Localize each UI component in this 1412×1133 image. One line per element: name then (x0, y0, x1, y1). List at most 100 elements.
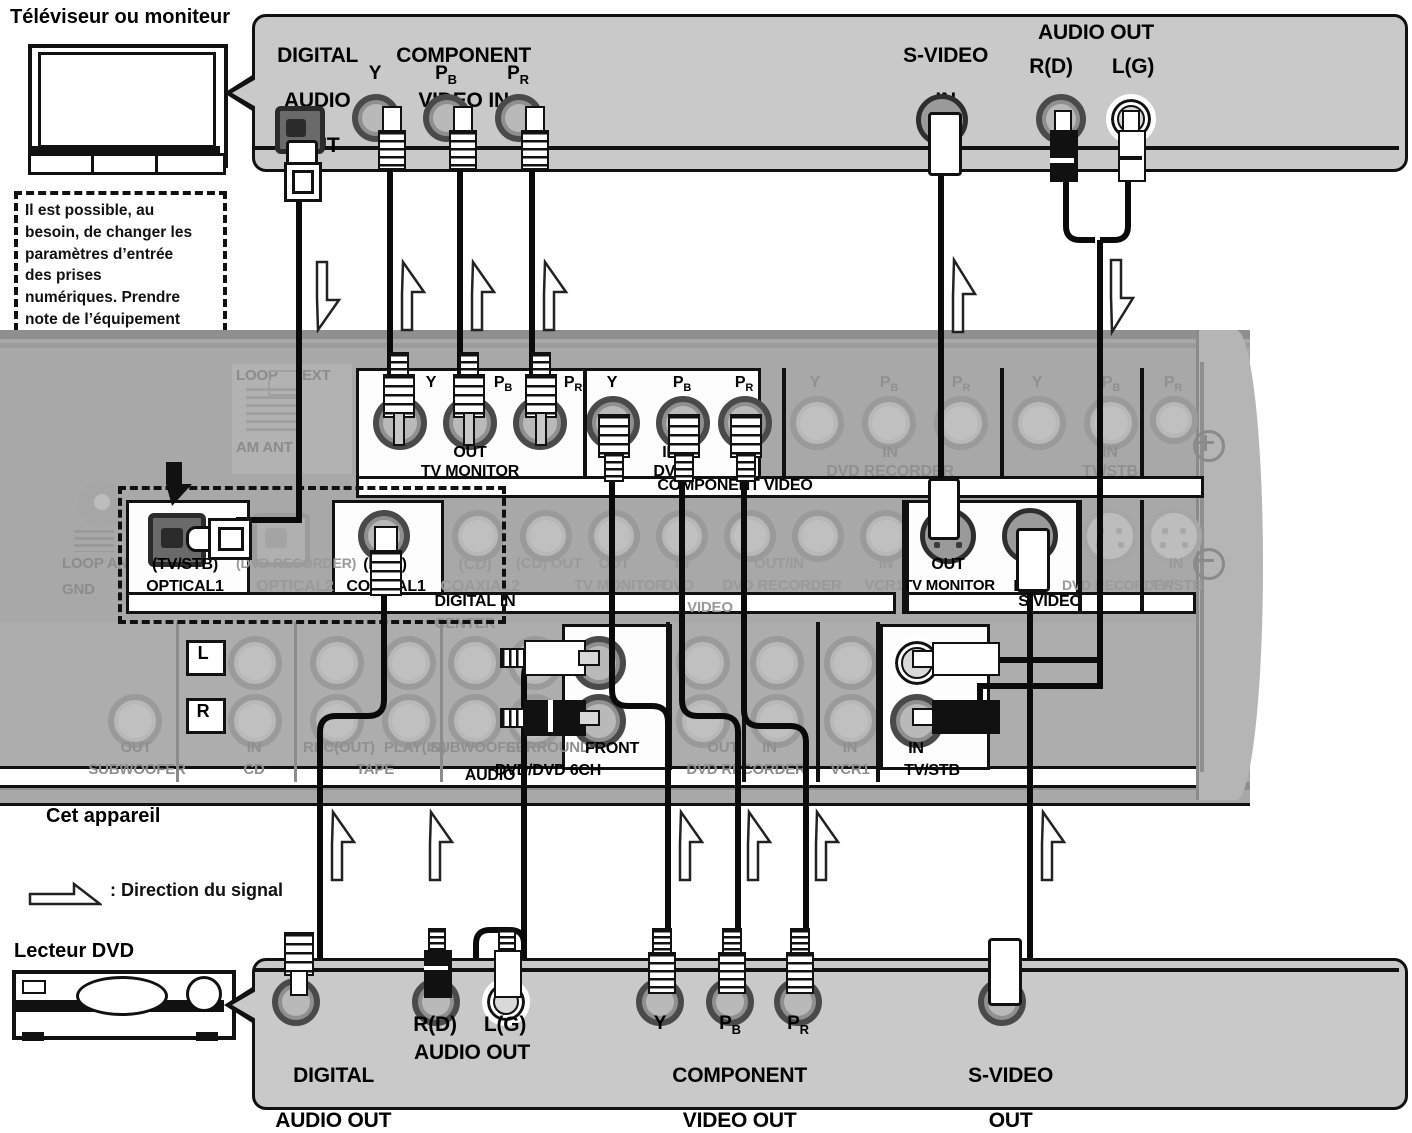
video-dvdrec-in-jack[interactable] (792, 510, 844, 562)
legend-label: : Direction du signal (110, 880, 284, 900)
audio-vcr1-name: VCR1 (830, 761, 870, 778)
audio-vcr1-r-jack[interactable] (824, 694, 878, 748)
antenna-am-ant-label: AM ANT (236, 439, 293, 456)
svideo-tvstb-dir: IN (1168, 555, 1184, 572)
dvd-cv-pr-label: PR (787, 1013, 809, 1037)
audio-tape-rec-l-jack[interactable] (310, 636, 364, 690)
note-line-5: numériques. Prendre (25, 289, 181, 307)
dvd-foot-right (196, 1032, 218, 1041)
video-cdout-sub: (CD) OUT (516, 555, 582, 572)
audio-tape-play-r-jack[interactable] (382, 694, 436, 748)
arrow-up-cv-pr-dvd (814, 808, 841, 882)
audio-tape-name: TAPE (355, 761, 395, 778)
cv-dvd-pb-label: PB (672, 374, 692, 395)
audio-dvd6ch-name: DVD/DVD 6CH (494, 762, 602, 779)
arrow-up-audio-dvd (428, 808, 455, 882)
svideo-dvdrec-jack[interactable] (1082, 508, 1138, 564)
cv-tvstb-pr-label: PR (1163, 374, 1183, 395)
svideo-sep-1 (902, 500, 906, 614)
audio-sep-5 (742, 622, 746, 782)
arrow-down-audio-tv (1109, 258, 1136, 337)
audio-dvdrec-out-l-jack[interactable] (676, 636, 730, 690)
audio-dvdrec-in-l-jack[interactable] (750, 636, 804, 690)
audio-tape-rec-sub: REC(OUT) (303, 739, 375, 756)
audio-dvd6ch-center-jack[interactable] (448, 694, 502, 748)
audio-dvd6ch-front-label: FRONT (584, 740, 640, 757)
video-cd-out-jack[interactable] (520, 510, 572, 562)
cv-tvstb-y-label: Y (1031, 374, 1043, 391)
audio-tvstb-dir: IN (908, 740, 924, 757)
legend-arrow-icon (28, 881, 102, 906)
cv-tvstb-pb-jack[interactable] (1084, 396, 1138, 450)
dvd-title: Lecteur DVD (14, 940, 135, 962)
digital-in-optical2-name: OPTICAL2 (256, 578, 334, 595)
cvi-line1: COMPONENT (396, 43, 531, 67)
video-bus-label: VIDEO (687, 599, 733, 616)
speaker-terminal-plus[interactable] (1193, 430, 1225, 462)
arrow-up-cv-pb-dvd (746, 808, 773, 882)
cv-dvdrec-name-label: DVD RECORDER (826, 463, 954, 480)
audio-sep-7 (876, 622, 880, 782)
wire-audio-l-tv-hook (1100, 180, 1131, 243)
svideo-tvmon-dir: OUT (931, 556, 965, 573)
tv-audio-jack-r-label: R(D) (1029, 55, 1073, 78)
dvd-cv-y-label: Y (653, 1013, 667, 1034)
receiver-title: Cet appareil (46, 805, 161, 827)
cv-dvdrec-y-label: Y (809, 374, 821, 391)
cv-tvstb-pr-jack[interactable] (1150, 396, 1198, 444)
tv-screen (38, 52, 216, 148)
video-vcr1-dir: IN (878, 555, 894, 572)
tv-foot-left (28, 153, 97, 175)
arrow-up-svideo-dvd (1040, 808, 1067, 882)
dvd-svideo-out-label: S-VIDEO OUT (920, 1042, 1090, 1133)
video-dvd-name: DVD (662, 577, 694, 594)
cv-tvmon-pb-label: PB (493, 374, 513, 395)
cv-sep-2 (782, 368, 786, 478)
dvd-audio-l-label: L(G) (483, 1013, 527, 1036)
audio-subwoofer-dir: OUT (120, 739, 152, 756)
audio-tape-play-sub: PLAY(IN) (383, 739, 447, 756)
svideo-tvstb-jack[interactable] (1146, 508, 1202, 564)
gnd-terminal-inner (94, 494, 110, 510)
cv-dvdrec-pb-jack[interactable] (862, 396, 916, 450)
audio-tape-play-l-jack[interactable] (382, 636, 436, 690)
cv-sep-4 (1140, 368, 1144, 478)
dvd-cvo-2: VIDEO OUT (682, 1109, 797, 1133)
tv-audio-jack-l-label: L(G) (1111, 55, 1155, 78)
svideo-tvmon-name: TV MONITOR (903, 577, 995, 594)
svideo-bus-label: S VIDEO (1018, 593, 1082, 610)
audio-dvd6ch-sub-label: SUBWOOFER (429, 739, 527, 756)
cv-dvdrec-pr-label: PR (951, 374, 971, 395)
cv-tvstb-y-jack[interactable] (1012, 396, 1066, 450)
cv-dvdrec-dir-label: IN (882, 444, 898, 461)
speaker-terminal-minus[interactable] (1193, 548, 1225, 580)
note-line-1: Il est possible, au (25, 202, 155, 219)
digital-in-coaxial2-jack[interactable] (452, 510, 504, 562)
audio-sep-2 (294, 622, 297, 782)
digital-in-optical1-sub: (TV/STB) (152, 556, 218, 573)
video-vcr1-name: VCR1 (864, 577, 904, 594)
audio-cd-name: CD (243, 761, 265, 778)
audio-l-label: L (197, 643, 209, 663)
audio-subwoofer-out-jack[interactable] (108, 694, 162, 748)
dvd-audio-out-label: AUDIO OUT (413, 1041, 531, 1064)
dvd-panel-pointer-fill (232, 991, 256, 1019)
audio-dvdrec-name: DVD RECORDER (686, 761, 806, 778)
audio-cd-r-jack[interactable] (228, 694, 282, 748)
arrow-up-cv-pb (470, 258, 497, 332)
cv-dvdrec-y-jack[interactable] (790, 396, 844, 450)
cv-sep-3 (1000, 368, 1004, 478)
audio-vcr1-l-jack[interactable] (824, 636, 878, 690)
audio-dvd6ch-subwoofer-jack[interactable] (448, 636, 502, 690)
digital-in-highlight-box (118, 486, 506, 624)
receiver-top-bevel (0, 330, 1250, 339)
video-dvdrec-dir: OUT/IN (754, 555, 804, 572)
cv-tvmon-name-label: TV MONITOR (420, 463, 520, 480)
dvd-knob-icon[interactable] (186, 976, 222, 1012)
digital-in-coaxial2-name: COAXIAL2 (440, 578, 520, 595)
tv-audio-l-jack[interactable] (1106, 94, 1156, 144)
antenna-screw-icon (268, 370, 302, 396)
audio-cd-l-jack[interactable] (228, 636, 282, 690)
audio-r-tag (186, 698, 226, 734)
cv-dvdrec-pr-jack[interactable] (934, 396, 988, 450)
